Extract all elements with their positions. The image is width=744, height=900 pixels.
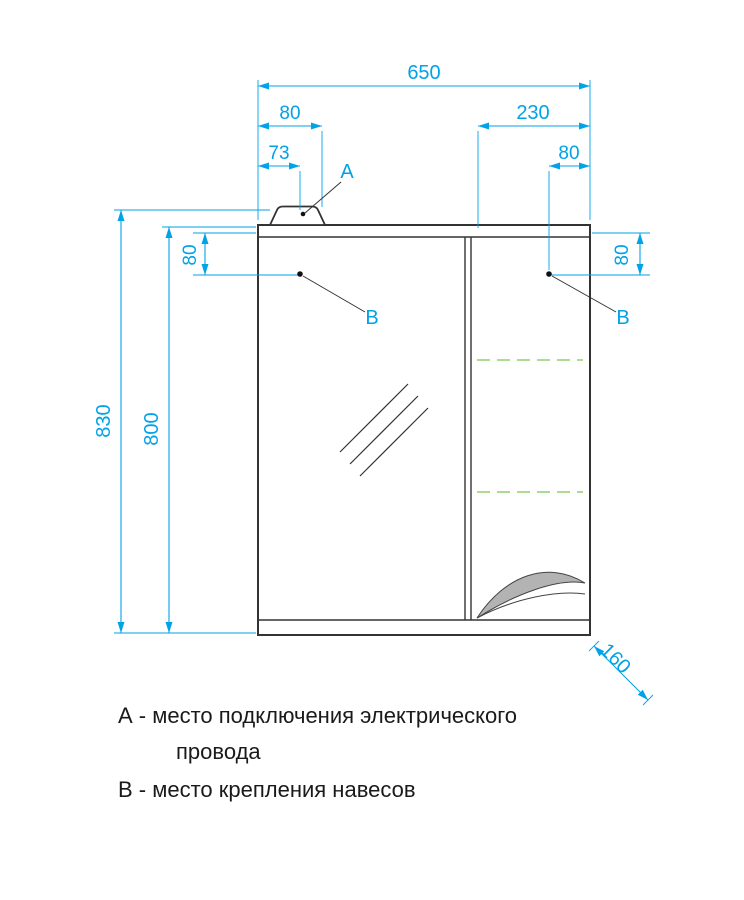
dim-top-left-80-value: 80 bbox=[279, 103, 300, 124]
callout-b-left: В bbox=[297, 271, 379, 329]
point-b-left-marker bbox=[297, 271, 303, 277]
dim-side-left-80-value: 80 bbox=[180, 244, 201, 265]
dim-door-width-value: 230 bbox=[516, 102, 549, 124]
dim-depth-160: 160 bbox=[588, 639, 654, 706]
dim-top-right-80: 80 bbox=[548, 143, 590, 270]
dim-side-right-80-value: 80 bbox=[612, 244, 633, 265]
dim-body-height-800: 800 bbox=[141, 226, 256, 633]
dim-top-left-73: 73 bbox=[258, 143, 301, 210]
leader-line bbox=[302, 275, 366, 313]
callout-a: А bbox=[300, 161, 354, 217]
dim-top-left-73-value: 73 bbox=[268, 143, 289, 164]
door-handle-lower-arc bbox=[476, 592, 586, 619]
cabinet bbox=[257, 205, 591, 636]
dim-body-height-value: 800 bbox=[141, 412, 163, 445]
legend-line-1: А - место подключения электрического bbox=[118, 703, 517, 728]
cabinet-outline bbox=[257, 224, 591, 636]
dimension-line bbox=[593, 645, 649, 701]
dim-top-right-80-value: 80 bbox=[558, 143, 579, 164]
mirror-hatch-line bbox=[359, 407, 429, 477]
dim-side-left-80: 80 bbox=[180, 232, 302, 276]
callout-b-right: В bbox=[546, 271, 630, 329]
mirror-hatch-line bbox=[349, 395, 419, 465]
dim-door-width-230: 230 bbox=[477, 102, 590, 228]
point-a-marker bbox=[300, 211, 306, 217]
mirror-hatch-line bbox=[339, 383, 409, 453]
dim-total-width: 650 bbox=[257, 62, 591, 220]
dim-overall-height-830: 830 bbox=[93, 209, 270, 634]
callout-b-left-label: В bbox=[365, 307, 378, 329]
leader-line bbox=[551, 275, 617, 313]
legend-line-3: В - место крепления навесов bbox=[118, 777, 416, 802]
callouts: А В В bbox=[297, 161, 630, 329]
shelves bbox=[477, 359, 583, 493]
lamp bbox=[268, 205, 327, 226]
legend: А - место подключения электрического про… bbox=[118, 703, 517, 802]
callout-a-label: А bbox=[340, 161, 354, 183]
callout-b-right-label: В bbox=[616, 307, 629, 329]
dim-overall-height-value: 830 bbox=[93, 404, 115, 437]
dim-depth-value: 160 bbox=[596, 639, 635, 678]
leader-line bbox=[304, 181, 342, 214]
mirror-hatch bbox=[339, 383, 429, 477]
door-handle bbox=[476, 571, 586, 619]
dim-total-width-value: 650 bbox=[407, 62, 440, 84]
dim-top-left-80: 80 bbox=[258, 103, 323, 207]
point-b-right-marker bbox=[546, 271, 552, 277]
legend-line-2: провода bbox=[176, 739, 261, 764]
door-handle-crescent bbox=[476, 571, 586, 619]
dim-side-right-80: 80 bbox=[551, 232, 650, 276]
dimensions: 650 80 73 230 80 bbox=[93, 62, 654, 706]
